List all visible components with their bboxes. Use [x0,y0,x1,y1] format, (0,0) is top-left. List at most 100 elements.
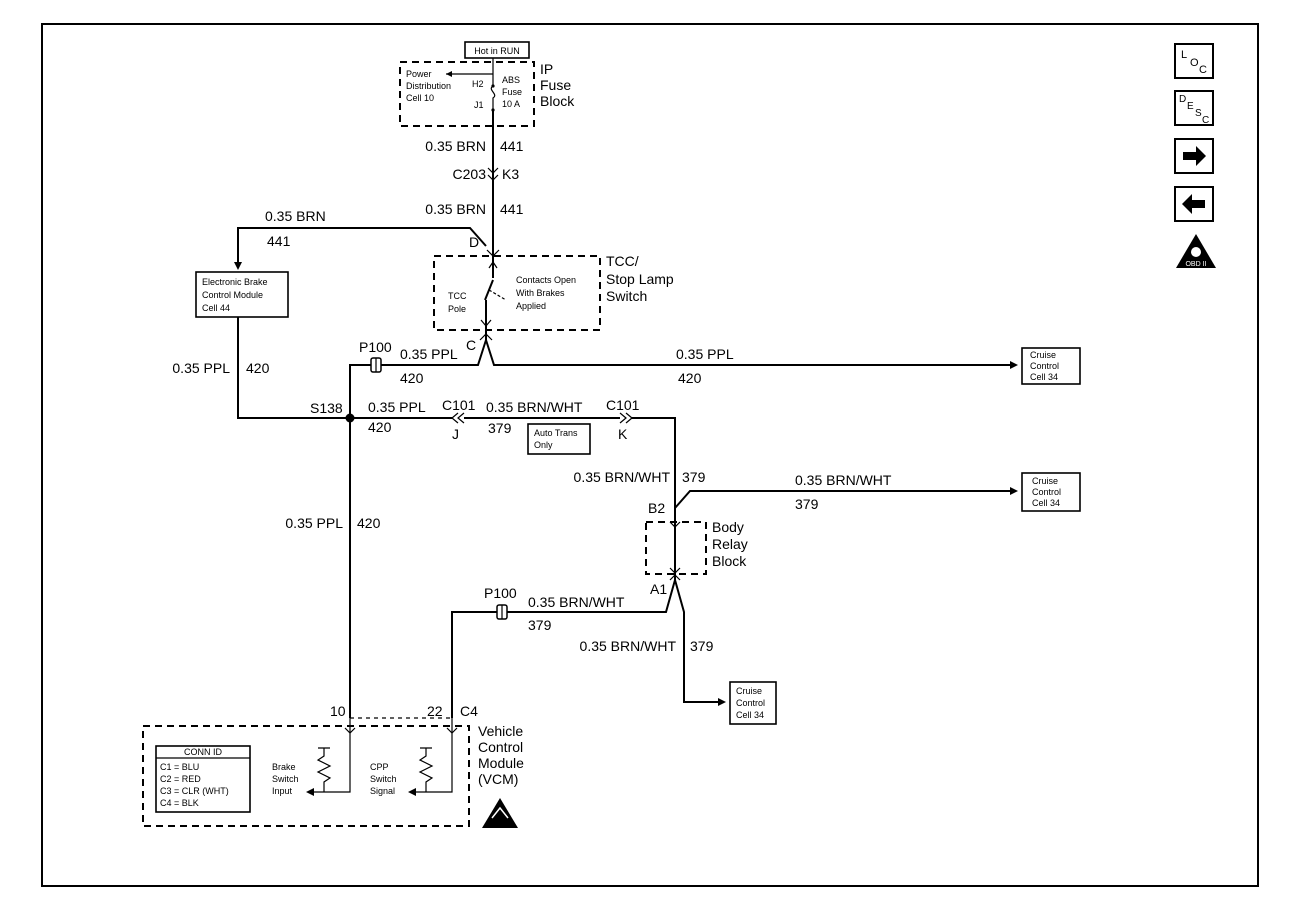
relay-block-name-2: Relay [712,536,748,552]
contacts-label-3: Applied [516,301,546,311]
svg-text:CONN ID: CONN ID [184,747,223,757]
s138-label: S138 [310,400,343,416]
w379-b-color: 0.35 BRN/WHT [574,469,671,485]
cruise-control-module-3: Cruise Control Cell 34 [729,681,777,725]
auto-trans-only-note: Auto Trans Only [527,423,591,455]
w420-vert-num: 420 [357,515,381,531]
svg-text:L: L [1181,49,1187,61]
power-dist-label-1: Power [406,69,432,79]
arrow-left-icon [1182,194,1205,214]
w441-mid-color: 0.35 BRN [425,201,486,217]
pin-c: C [466,337,476,353]
next-page-button[interactable] [1174,138,1214,174]
pin-a1-label: A1 [650,581,667,597]
w420-a-num: 420 [400,370,424,386]
vcm-pin-10: 10 [330,703,346,719]
fuse-label-2: Fuse [502,87,522,97]
contacts-label-1: Contacts Open [516,275,576,285]
w420-b-num: 420 [368,419,392,435]
svg-text:C2 = RED: C2 = RED [160,774,201,784]
w379-b-num: 379 [682,469,706,485]
vcm-pin-c4: C4 [460,703,478,719]
brake-input-resistor-icon [316,747,332,792]
svg-text:O: O [1190,57,1199,69]
pin-k-label: K [618,426,628,442]
w441-top-color: 0.35 BRN [425,138,486,154]
svg-text:C3 = CLR (WHT): C3 = CLR (WHT) [160,786,229,796]
w441-left-num: 441 [267,233,291,249]
svg-text:C: C [1199,64,1207,76]
cruise-control-module-2: Cruise Control Cell 34 [1021,472,1081,512]
svg-text:Electronic Brake: Electronic Brake [202,277,268,287]
svg-text:Cell 34: Cell 34 [1032,498,1060,508]
c101-j-label: C101 [442,397,476,413]
vehicle-control-module [142,725,470,827]
svg-text:Control: Control [1030,361,1059,371]
tcc-switch-name-1: TCC/ [606,253,639,269]
c203-label: C203 [453,166,487,182]
svg-text:Cell 34: Cell 34 [736,710,764,720]
w379-d-color: 0.35 BRN/WHT [528,594,625,610]
w441-left-color: 0.35 BRN [265,208,326,224]
w420-right-num: 420 [678,370,702,386]
cpp-signal-resistor-icon [418,747,434,792]
cpp-signal-label-2: Switch [370,774,397,784]
obd-ii-button[interactable]: OBD II [1176,234,1216,268]
fuse-label-3: 10 A [502,99,520,109]
cpp-signal-label-1: CPP [370,762,389,772]
w379-e-color: 0.35 BRN/WHT [580,638,677,654]
previous-page-button[interactable] [1174,186,1214,222]
svg-text:OBD II: OBD II [1185,261,1206,268]
w441-top-num: 441 [500,138,524,154]
svg-text:Cell 34: Cell 34 [1030,372,1058,382]
tcc-switch-name-2: Stop Lamp [606,271,674,287]
svg-text:E: E [1187,101,1194,112]
svg-text:Cell 44: Cell 44 [202,303,230,313]
pin-h2: H2 [472,79,484,89]
svg-text:Hot in RUN: Hot in RUN [474,46,520,56]
p100-top-label: P100 [359,339,392,355]
w379-d-num: 379 [528,617,552,633]
svg-text:S: S [1195,108,1202,119]
w379-c-num: 379 [795,496,819,512]
w379-c-color: 0.35 BRN/WHT [795,472,892,488]
arrow-right-icon [1183,146,1206,166]
vcm-name-1: Vehicle [478,723,523,739]
svg-text:C4 = BLK: C4 = BLK [160,798,199,808]
svg-text:Cruise: Cruise [1030,350,1056,360]
svg-text:C1 = BLU: C1 = BLU [160,762,199,772]
abs-fuse-icon [490,74,496,110]
brake-input-label-1: Brake [272,762,296,772]
desc-button[interactable]: D E S C [1174,90,1214,126]
w379-a-color: 0.35 BRN/WHT [486,399,583,415]
w420-left-color: 0.35 PPL [172,360,230,376]
p100-top-connector [370,357,382,373]
brake-input-label-2: Switch [272,774,299,784]
svg-text:Control: Control [1032,487,1061,497]
diagram-frame [41,23,1259,887]
c101-k-connector-icon [619,412,633,424]
fuse-block-name-2: Fuse [540,77,571,93]
power-dist-label-3: Cell 10 [406,93,434,103]
relay-block-name-1: Body [712,519,744,535]
w420-a-color: 0.35 PPL [400,346,458,362]
w420-left-num: 420 [246,360,270,376]
tcc-pole-label-1: TCC [448,291,467,301]
svg-text:Only: Only [534,440,553,450]
w441-mid-num: 441 [500,201,524,217]
hot-in-run-label: Hot in RUN [464,41,530,59]
contacts-label-2: With Brakes [516,288,565,298]
cruise-control-module-1: Cruise Control Cell 34 [1021,347,1081,385]
brake-input-label-3: Input [272,786,293,796]
w379-e-num: 379 [690,638,714,654]
loc-button[interactable]: L O C [1174,43,1214,79]
pin-d: D [469,234,479,250]
p100-bottom-connector [496,604,508,620]
pin-j-label: J [452,426,459,442]
w379-a-num: 379 [488,420,512,436]
w420-b-color: 0.35 PPL [368,399,426,415]
svg-text:Cruise: Cruise [736,686,762,696]
c203-connector-icon [487,167,499,181]
p100-bottom-label: P100 [484,585,517,601]
